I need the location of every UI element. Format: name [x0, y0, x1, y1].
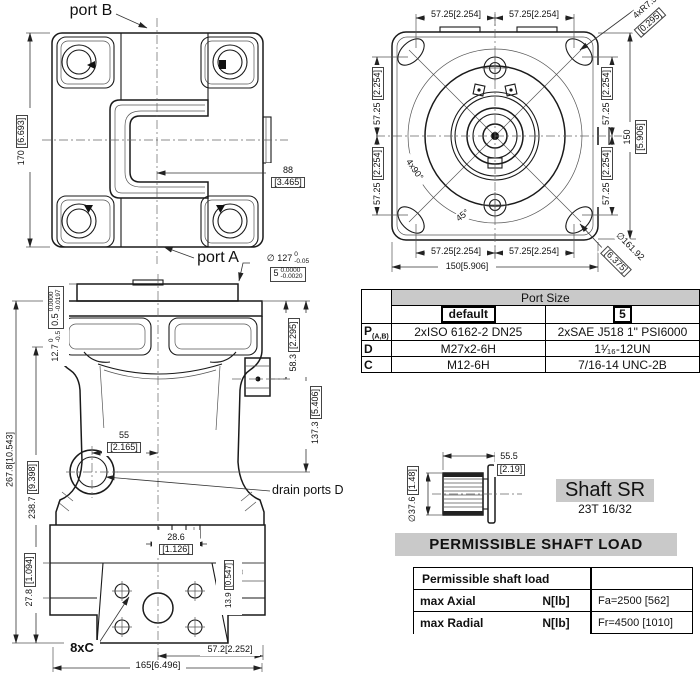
table-row: Port Size [361, 289, 700, 324]
dim-238-7: 238.7[9.398] [20, 455, 46, 525]
port-p-alt: 2xSAE J518 1" PSI6000 [544, 322, 700, 342]
dim-27-8: 27.8[1.094] [17, 547, 43, 613]
permissible-load-banner: PERMISSIBLE SHAFT LOAD [395, 533, 677, 556]
dim-5725-top-right: 57.25[2.254] [503, 9, 565, 21]
port-c-alt: 7/16-14 UNC-2B [544, 356, 700, 374]
dim-5725-left-lower: 57.25[2.254] [365, 145, 391, 207]
dim-165: 165[6.496] [130, 660, 186, 673]
load-header-empty [590, 567, 693, 590]
dim-5725-bot-left: 57.25[2.254] [425, 246, 487, 258]
mount-view [372, 9, 636, 272]
dim-5725-right-lower: 57.25[2.254] [594, 145, 620, 207]
port-a-text: port A [197, 249, 239, 267]
load-radial-unit: N[lb] [522, 611, 592, 634]
front-view [26, 13, 288, 264]
dim-57-2: 57.2[2.252] [200, 644, 260, 656]
shaft-load-table: Permissible shaft load max Axial N[lb] F… [413, 567, 693, 634]
dim-5725-bot-right: 57.25[2.254] [503, 246, 565, 258]
dim-13-9: 13.9[0.547] [216, 553, 242, 615]
dim-88: 88[3.465] [266, 163, 310, 191]
dim-12-7: 12.7 0-0.5 0.5 0.0000-0.0197 [43, 282, 69, 366]
dim-150-right: 150 [622, 122, 634, 152]
table-row: default 5 [362, 305, 700, 324]
shaft-detail [424, 452, 522, 524]
dim-dia127: ∅ 127 0-0.05 5 0.0000-0.0020 [250, 251, 326, 283]
dim-55-5: 55.5 [495, 451, 523, 462]
dim-5725-top-left: 57.25[2.254] [425, 9, 487, 21]
row-header-c: C [361, 356, 392, 374]
load-axial-unit: N[lb] [522, 589, 592, 612]
dim-150-bottom: 150[5.906] [438, 261, 496, 273]
shaft-spline-spec: 23T 16/32 [578, 502, 632, 516]
corner-cell [361, 289, 392, 324]
bolt-callout-8xc: 8xC [64, 640, 100, 656]
dim-58-3: 58.3[2.295] [281, 313, 307, 377]
port-d-alt: 1¹⁄₁₆-12UN [544, 340, 700, 358]
table-row: D M27x2-6H 1¹⁄₁₆-12UN [361, 340, 700, 358]
table-row: max Radial N[lb] Fr=4500 [1010] [413, 611, 693, 634]
dim-170: 170[6.693] [9, 108, 35, 172]
dim-55: 55[2.165] [102, 428, 146, 456]
port-b-label: port B [64, 2, 118, 20]
row-header-p: P(A,B) [361, 322, 392, 342]
dim-28-6: 28.6[1.126] [152, 530, 200, 558]
port-d-default: M27x2-6H [390, 340, 546, 358]
load-header: Permissible shaft load [413, 567, 592, 590]
dim-shaft-dia: ∅37.6[1.48] [400, 462, 426, 526]
table-row: Permissible shaft load [413, 567, 693, 590]
port-b-text: port B [69, 2, 113, 20]
load-radial-value: Fr=4500 [1010] [590, 611, 693, 634]
dim-267-8: 267.8[10.543] [4, 424, 16, 495]
dim-5725-left-upper: 57.25[2.254] [365, 65, 391, 127]
col-default-cell: default [390, 305, 546, 324]
dim-5725-right-upper: 57.25[2.254] [594, 65, 620, 127]
dim-150-right-in: [5.906] [634, 115, 648, 159]
port-c-default: M12-6H [390, 356, 546, 374]
port-size-title: Port Size [390, 289, 700, 306]
load-axial-label: max Axial [413, 589, 522, 612]
drain-ports-label: drain ports D [272, 483, 362, 498]
table-row: C M12-6H 7/16-14 UNC-2B [361, 356, 700, 374]
shaft-name: Shaft SR [556, 479, 654, 502]
col-5-cell: 5 [544, 305, 700, 324]
port-size-table: Port Size default 5 P(A,B) 2xISO 6162-2 … [361, 289, 700, 374]
table-row: P(A,B) 2xISO 6162-2 DN25 2xSAE J518 1" P… [361, 322, 700, 342]
table-row: max Axial N[lb] Fa=2500 [562] [413, 589, 693, 612]
load-radial-label: max Radial [413, 611, 522, 634]
dim-55-5-in: [2.19] [494, 463, 528, 477]
row-header-d: D [361, 340, 392, 358]
port-a-label: port A [190, 249, 246, 267]
load-axial-value: Fa=2500 [562] [590, 589, 693, 612]
port-p-default: 2xISO 6162-2 DN25 [390, 322, 546, 342]
dim-137-3: 137.3[5.406] [303, 381, 329, 449]
